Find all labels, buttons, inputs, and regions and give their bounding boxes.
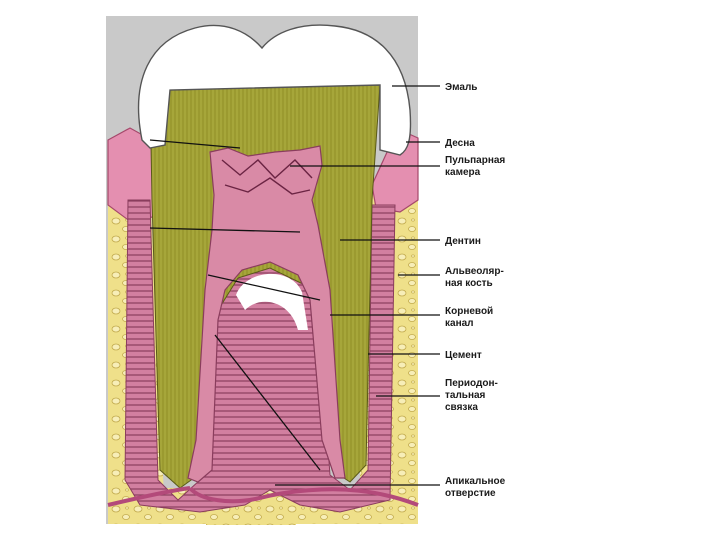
label-root-canal-line2: канал xyxy=(445,318,474,329)
labels: Эмаль Десна Пульпарная камера Дентин Аль… xyxy=(445,82,506,499)
label-cementum: Цемент xyxy=(445,350,482,361)
label-dentin: Дентин xyxy=(445,236,481,247)
label-alveolar-bone-line1: Альвеоляр- xyxy=(445,266,504,277)
label-apical-line1: Апикальное xyxy=(445,476,506,487)
label-pulp-chamber-line1: Пульпарная xyxy=(445,155,505,166)
label-root-canal-line1: Корневой xyxy=(445,306,493,317)
label-enamel: Эмаль xyxy=(445,82,477,93)
label-periodontal-line3: связка xyxy=(445,402,478,413)
label-periodontal-line1: Периодон- xyxy=(445,378,498,389)
label-apical-line2: отверстие xyxy=(445,488,496,499)
label-periodontal-line2: тальная xyxy=(445,390,486,401)
label-gum: Десна xyxy=(445,138,475,149)
label-alveolar-bone-line2: ная кость xyxy=(445,278,493,289)
label-pulp-chamber-line2: камера xyxy=(445,167,481,178)
